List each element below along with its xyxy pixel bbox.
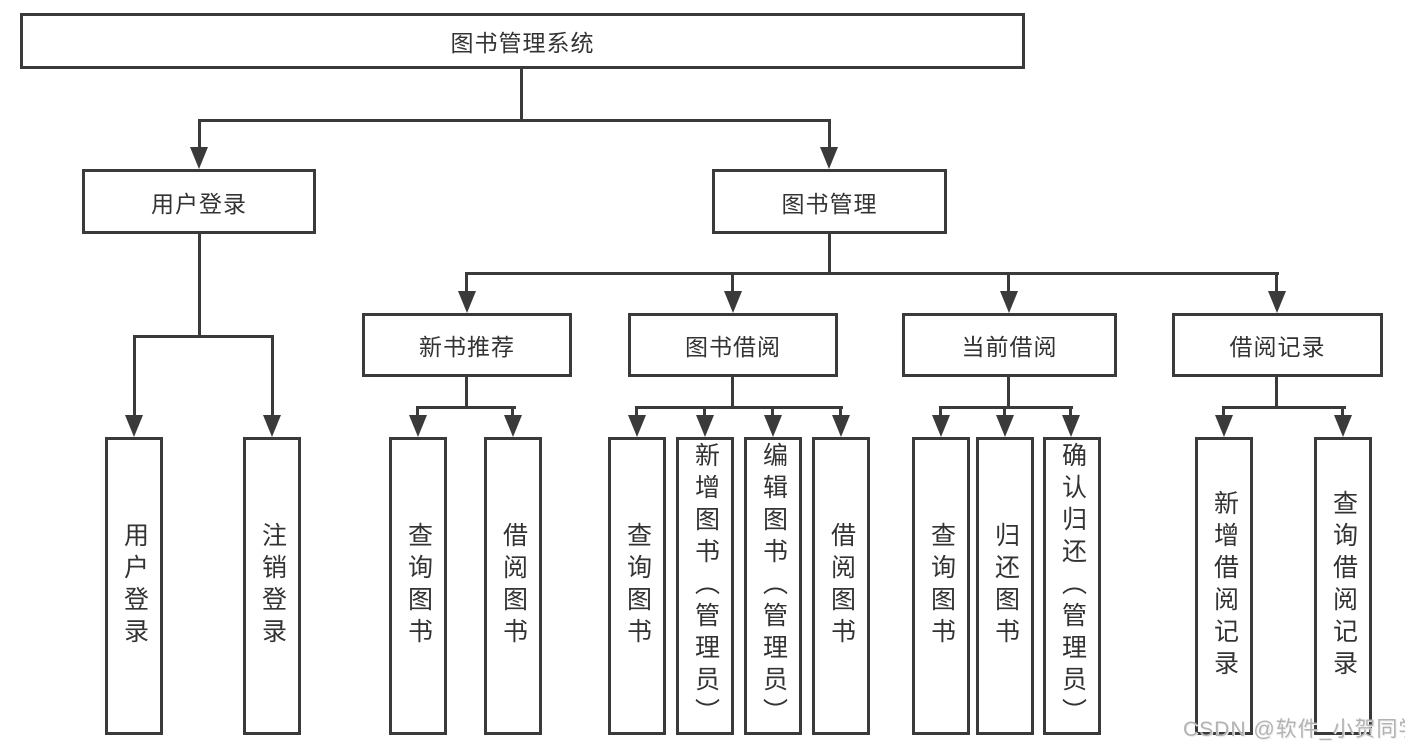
arrow-down-icon bbox=[504, 415, 522, 437]
connector-line bbox=[731, 272, 734, 293]
connector-line bbox=[939, 406, 942, 417]
arrow-down-icon bbox=[724, 291, 742, 313]
leaf-current-return-books: 归还图书 bbox=[976, 437, 1034, 735]
node-new-book-recommend: 新书推荐 bbox=[362, 313, 572, 377]
connector-line bbox=[1341, 406, 1344, 417]
connector-line bbox=[416, 406, 419, 417]
connector-line bbox=[828, 234, 831, 275]
connector-line bbox=[1069, 406, 1072, 417]
node-user-login: 用户登录 bbox=[82, 169, 316, 234]
arrow-down-icon bbox=[190, 147, 208, 169]
connector-line bbox=[1003, 406, 1006, 417]
connector-line bbox=[1275, 376, 1278, 409]
arrow-down-icon bbox=[125, 415, 143, 437]
arrow-down-icon bbox=[409, 415, 427, 437]
connector-line bbox=[1007, 376, 1010, 409]
arrow-down-icon bbox=[1334, 415, 1352, 437]
node-current-borrowing: 当前借阅 bbox=[902, 313, 1117, 377]
connector-line bbox=[133, 335, 136, 417]
connector-line bbox=[703, 406, 706, 417]
leaf-records-query: 查询借阅记录 bbox=[1314, 437, 1372, 735]
leaf-borrowing-query-books: 查询图书 bbox=[608, 437, 666, 735]
connector-line bbox=[1222, 406, 1346, 409]
leaf-logout: 注销登录 bbox=[243, 437, 301, 735]
arrow-down-icon bbox=[628, 415, 646, 437]
leaf-borrowing-add-books-admin: 新增图书（管理员） bbox=[676, 437, 734, 735]
connector-line bbox=[465, 272, 1279, 275]
arrow-down-icon bbox=[458, 291, 476, 313]
connector-line bbox=[465, 272, 468, 293]
connector-line bbox=[771, 406, 774, 417]
leaf-current-confirm-return-admin: 确认归还（管理员） bbox=[1043, 437, 1101, 735]
connector-line bbox=[839, 406, 842, 417]
connector-line bbox=[520, 68, 523, 120]
arrow-down-icon bbox=[932, 415, 950, 437]
leaf-records-add: 新增借阅记录 bbox=[1195, 437, 1253, 735]
connector-line bbox=[133, 335, 274, 338]
arrow-down-icon bbox=[1000, 291, 1018, 313]
connector-line bbox=[1007, 272, 1010, 293]
leaf-user-login: 用户登录 bbox=[105, 437, 163, 735]
leaf-borrowing-borrow-books: 借阅图书 bbox=[812, 437, 870, 735]
leaf-recommend-query-books: 查询图书 bbox=[389, 437, 447, 735]
leaf-recommend-borrow-books: 借阅图书 bbox=[484, 437, 542, 735]
connector-line bbox=[511, 406, 514, 417]
connector-line bbox=[271, 335, 274, 417]
arrow-down-icon bbox=[764, 415, 782, 437]
node-book-management: 图书管理 bbox=[712, 169, 947, 234]
arrow-down-icon bbox=[696, 415, 714, 437]
arrow-down-icon bbox=[1215, 415, 1233, 437]
connector-line bbox=[198, 119, 201, 149]
csdn-watermark: CSDN @软件_小贺同学 bbox=[1183, 718, 1405, 741]
arrow-down-icon bbox=[1062, 415, 1080, 437]
node-system-root: 图书管理系统 bbox=[20, 13, 1025, 69]
arrow-down-icon bbox=[1268, 291, 1286, 313]
node-borrowing-records: 借阅记录 bbox=[1172, 313, 1383, 377]
node-book-borrowing: 图书借阅 bbox=[628, 313, 838, 377]
leaf-borrowing-edit-books-admin: 编辑图书（管理员） bbox=[744, 437, 802, 735]
arrow-down-icon bbox=[996, 415, 1014, 437]
arrow-down-icon bbox=[263, 415, 281, 437]
leaf-current-query-books: 查询图书 bbox=[912, 437, 970, 735]
connector-line bbox=[1275, 272, 1278, 293]
arrow-down-icon bbox=[820, 147, 838, 169]
connector-line bbox=[635, 406, 638, 417]
connector-line bbox=[828, 119, 831, 149]
connector-line bbox=[465, 376, 468, 409]
connector-line bbox=[939, 406, 1073, 409]
connector-line bbox=[635, 406, 843, 409]
connector-line bbox=[416, 406, 516, 409]
connector-line bbox=[731, 376, 734, 409]
arrow-down-icon bbox=[832, 415, 850, 437]
connector-line bbox=[1222, 406, 1225, 417]
connector-line bbox=[198, 119, 831, 122]
connector-line bbox=[198, 233, 201, 338]
